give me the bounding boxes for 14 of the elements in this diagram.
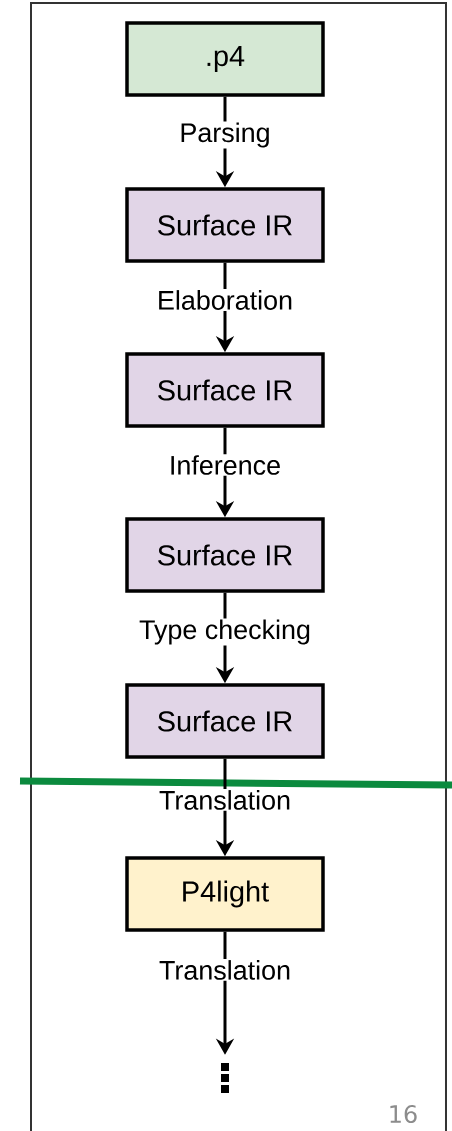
process-box: Surface IR [125, 683, 325, 759]
process-box: P4light [125, 856, 325, 932]
page-number: 16 [390, 1104, 417, 1124]
edge-label: Translation [157, 959, 293, 981]
edge-label: Type checking [138, 618, 312, 646]
edge-label: Parsing [178, 121, 272, 149]
edge-label: Translation [157, 789, 293, 811]
edge-label: Elaboration [155, 289, 295, 311]
process-box: Surface IR [125, 352, 325, 428]
edge-label: Inference [167, 454, 283, 476]
process-box: Surface IR [125, 517, 325, 593]
ellipsis-dots [221, 1063, 229, 1093]
process-box: Surface IR [125, 187, 325, 263]
process-box: .p4 [125, 21, 325, 97]
